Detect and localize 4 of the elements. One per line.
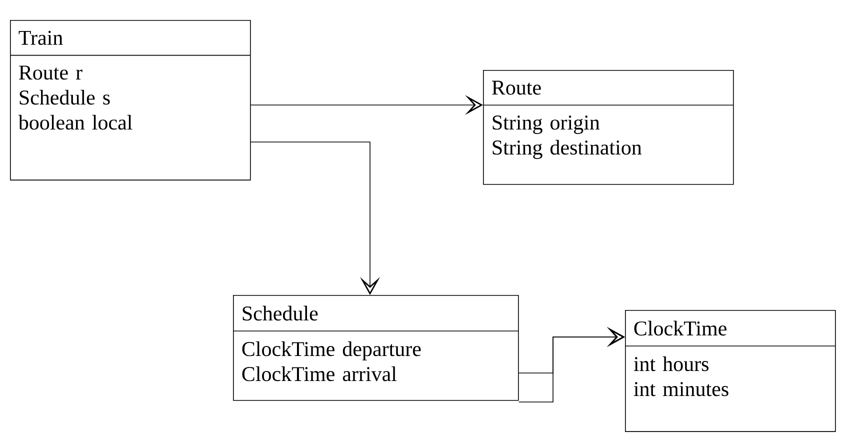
class-box: Schedule ClockTime departure ClockTime arrival [233, 295, 519, 401]
class-box: Train Route r Schedule s boolean local [10, 20, 251, 180]
class-box: ClockTime int hours int minutes [625, 310, 836, 432]
class-box: Route String origin String destination [483, 70, 734, 185]
